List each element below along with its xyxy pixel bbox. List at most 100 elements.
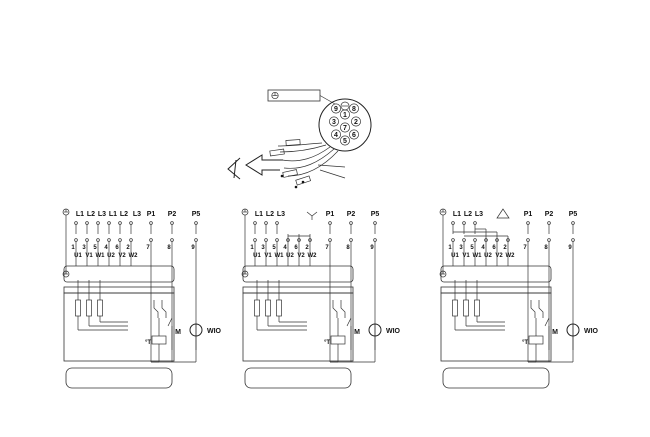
terminal-pin: [118, 238, 122, 242]
ground-icon: [62, 208, 70, 216]
motor-housing-body: [242, 292, 354, 362]
wire-number-label: 8: [167, 245, 171, 251]
wire-number-label: 5: [272, 245, 276, 251]
connector-pin-label: 8: [352, 106, 356, 113]
terminal-pin: [462, 238, 466, 242]
wio-label: WIO: [207, 328, 222, 335]
terminal-pin: [349, 221, 353, 225]
terminal-pin: [74, 221, 78, 225]
motor-housing-body: [440, 292, 552, 362]
ground-icon: [271, 91, 279, 100]
connector-pin-label: 1: [343, 112, 347, 119]
motor-label: M: [175, 329, 181, 336]
connector-pin-ring: [351, 116, 361, 127]
terminal-pin: [526, 221, 530, 225]
terminal-top-label: L3: [98, 211, 106, 218]
motor-housing-top: [242, 265, 354, 283]
terminal-pin: [462, 221, 466, 225]
terminal-pin: [96, 238, 100, 242]
motor-winding: [463, 299, 469, 317]
motor-housing-base: [244, 367, 352, 389]
wire-number-label: 9: [568, 245, 572, 251]
motor-winding: [86, 299, 92, 317]
terminal-pin: [129, 221, 133, 225]
terminal-pin: [451, 221, 455, 225]
cable-direction-arrow: [245, 154, 283, 176]
terminal-pin: [85, 238, 89, 242]
terminal-top-label: L2: [87, 211, 95, 218]
motor-housing-base: [442, 367, 550, 389]
motor-winding: [276, 299, 282, 317]
terminal-pin: [473, 221, 477, 225]
wire-number-label: 4: [283, 245, 287, 251]
terminal-top-label: P2: [545, 211, 554, 218]
connector-pin-ring: [349, 103, 359, 114]
motor-winding: [97, 299, 103, 317]
terminal-top-label: P1: [326, 211, 335, 218]
wire-number-label: 6: [115, 245, 119, 251]
motor-terminal-label: V1: [264, 253, 272, 259]
motor-terminal-label: V2: [495, 253, 503, 259]
terminal-pin: [253, 238, 257, 242]
connector-pin-label: 9: [334, 106, 338, 113]
terminal-pin: [473, 238, 477, 242]
wire-number-label: 6: [492, 245, 496, 251]
motor-label: M: [552, 329, 558, 336]
terminal-top-label: L1: [76, 211, 84, 218]
connector-pin-label: 7: [343, 125, 347, 132]
motor-terminal-label: V2: [118, 253, 126, 259]
terminal-pin: [85, 221, 89, 225]
ground-icon: [241, 270, 249, 278]
motor-terminal-label: V1: [462, 253, 470, 259]
wio-label: WIO: [584, 328, 599, 335]
terminal-pin: [96, 221, 100, 225]
wire-number-label: 4: [481, 245, 485, 251]
connector-pin-ring: [329, 116, 339, 127]
connector-pin-label: 6: [352, 132, 356, 139]
connector-pin-ring: [331, 103, 341, 114]
thermal-symbol-label: °T: [522, 340, 528, 346]
wire-number-label: 1: [250, 245, 254, 251]
terminal-top-label: P5: [569, 211, 578, 218]
motor-terminal-label: V2: [297, 253, 305, 259]
motor-housing-band: [242, 286, 354, 294]
motor-housing-top: [63, 265, 175, 283]
wire-number-label: 5: [93, 245, 97, 251]
terminal-top-label: L2: [266, 211, 274, 218]
motor-winding: [265, 299, 271, 317]
motor-terminal-label: U2: [484, 253, 492, 259]
wire-number-label: 8: [544, 245, 548, 251]
connector-pin-ring: [331, 129, 341, 140]
motor-terminal-label: W1: [275, 253, 285, 259]
motor-relay-contact: [167, 317, 173, 327]
wire-number-label: 9: [370, 245, 374, 251]
ground-icon: [241, 208, 249, 216]
connector-face: [318, 98, 372, 152]
motor-terminal-label: U2: [286, 253, 294, 259]
connector-pin-label: 4: [334, 132, 338, 139]
terminal-pin: [547, 221, 551, 225]
terminal-top-label: L3: [133, 211, 141, 218]
wire-number-label: 3: [261, 245, 265, 251]
motor-winding: [254, 299, 260, 317]
delta-connection-symbol: [496, 208, 510, 219]
wire-number-label: 1: [448, 245, 452, 251]
motor-terminal-label: U2: [107, 253, 115, 259]
wire-number-label: 2: [503, 245, 507, 251]
motor-terminal-label: W1: [96, 253, 106, 259]
motor-winding: [75, 299, 81, 317]
terminal-pin: [373, 221, 377, 225]
motor-terminal-label: W1: [473, 253, 483, 259]
connector-pin-ring: [340, 109, 350, 120]
terminal-top-label: L3: [475, 211, 483, 218]
terminal-top-label: L2: [464, 211, 472, 218]
terminal-pin: [275, 238, 279, 242]
wire-number-label: 2: [126, 245, 130, 251]
thermal-sensor: [151, 335, 167, 345]
thermal-switch: [530, 300, 544, 318]
motor-terminal-label: W2: [308, 253, 318, 259]
